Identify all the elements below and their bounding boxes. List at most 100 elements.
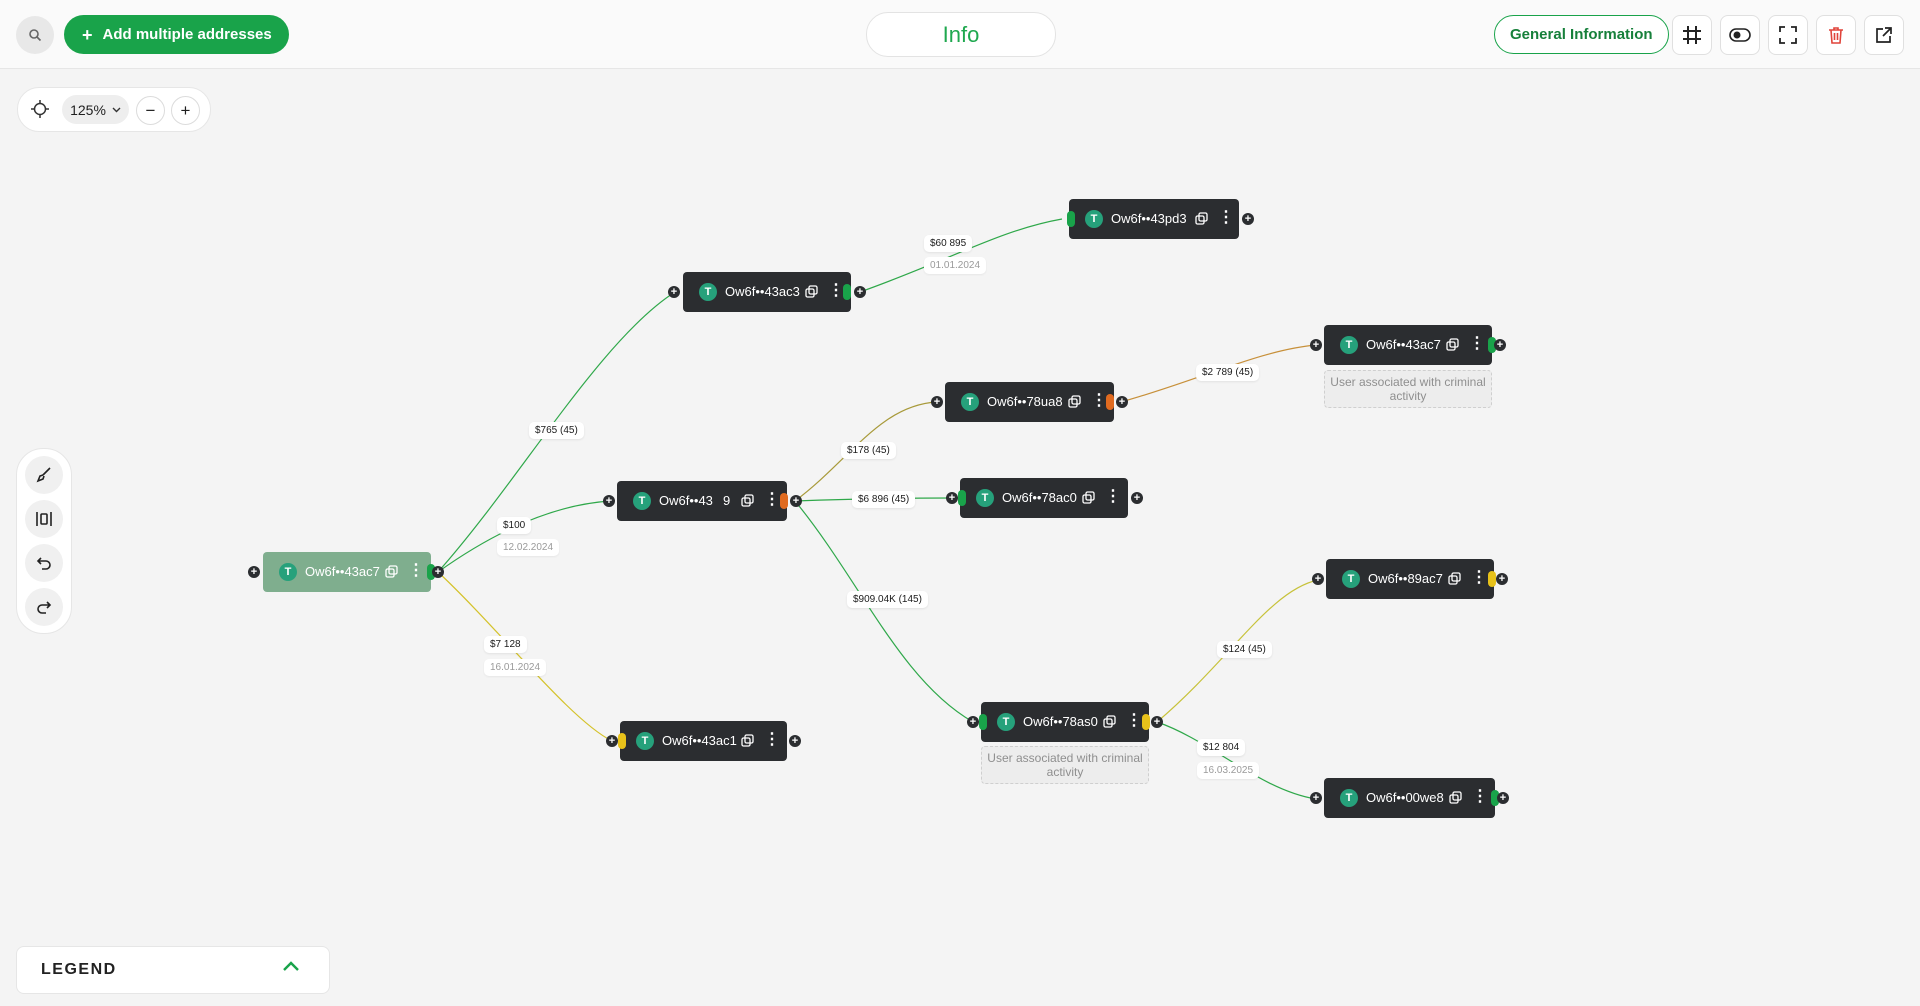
more-menu-icon[interactable]: ⋮: [1471, 569, 1487, 586]
address-node[interactable]: T Ow6f••43ac7 ⋮: [1324, 325, 1492, 365]
address-node[interactable]: T Ow6f••43ac7 ⋮: [263, 552, 431, 592]
edge-amount-label[interactable]: $765 (45): [529, 422, 584, 439]
zoom-level-select[interactable]: 125%: [62, 95, 129, 124]
output-handle[interactable]: [1488, 571, 1496, 587]
zoom-out-button[interactable]: −: [136, 96, 165, 125]
copy-icon[interactable]: [805, 285, 818, 298]
add-input-port[interactable]: +: [668, 286, 680, 298]
recenter-button[interactable]: [29, 98, 51, 120]
search-button[interactable]: [16, 16, 54, 54]
output-handle[interactable]: [1491, 790, 1499, 806]
output-handle[interactable]: [1106, 394, 1114, 410]
more-menu-icon[interactable]: ⋮: [1218, 209, 1234, 226]
align-tool-button[interactable]: [25, 500, 63, 538]
redo-button[interactable]: [25, 588, 63, 626]
add-output-port[interactable]: +: [789, 735, 801, 747]
add-input-port[interactable]: +: [1310, 792, 1322, 804]
address-node[interactable]: T Ow6f••43ac1 ⋮: [620, 721, 787, 761]
fullscreen-button[interactable]: [1768, 15, 1808, 55]
address-node[interactable]: T Ow6f••89ac7 ⋮: [1326, 559, 1494, 599]
add-output-port[interactable]: +: [1494, 339, 1506, 351]
edge-amount-label[interactable]: $909.04K (145): [847, 591, 928, 608]
legend-panel[interactable]: LEGEND: [16, 946, 330, 994]
address-node[interactable]: T Ow6f••43pd3 ⋮: [1069, 199, 1239, 239]
edge-amount-label[interactable]: $2 789 (45): [1196, 364, 1260, 381]
delete-button[interactable]: [1816, 15, 1856, 55]
input-handle[interactable]: [979, 714, 987, 730]
output-handle[interactable]: [1488, 337, 1496, 353]
chevron-up-icon[interactable]: [282, 960, 300, 972]
copy-icon[interactable]: [1449, 791, 1462, 804]
input-handle[interactable]: [618, 733, 626, 749]
edge-amount-label[interactable]: $12 804: [1197, 739, 1246, 756]
add-output-port[interactable]: +: [1151, 716, 1163, 728]
address-node[interactable]: T Ow6f••00we8 ⋮: [1324, 778, 1495, 818]
add-input-port[interactable]: +: [606, 735, 618, 747]
output-handle[interactable]: [780, 493, 788, 509]
copy-icon[interactable]: [741, 734, 754, 747]
add-input-port[interactable]: +: [248, 566, 260, 578]
input-handle[interactable]: [1067, 211, 1075, 227]
add-output-port[interactable]: +: [1131, 492, 1143, 504]
add-output-port[interactable]: +: [854, 286, 866, 298]
address-node[interactable]: T Ow6f••78ac0 ⋮: [960, 478, 1128, 518]
add-input-port[interactable]: +: [1312, 573, 1324, 585]
add-input-port[interactable]: +: [1310, 339, 1322, 351]
copy-icon[interactable]: [1195, 212, 1208, 225]
more-menu-icon[interactable]: ⋮: [764, 491, 780, 508]
add-output-port[interactable]: +: [432, 566, 444, 578]
add-input-port[interactable]: +: [967, 716, 979, 728]
info-tab[interactable]: Info: [866, 12, 1056, 57]
address-node[interactable]: T Ow6f••43 9 ⋮: [617, 481, 787, 521]
add-input-port[interactable]: +: [603, 495, 615, 507]
edge-amount-label[interactable]: $100: [497, 517, 532, 534]
add-input-port[interactable]: +: [931, 396, 943, 408]
add-output-port[interactable]: +: [1242, 213, 1254, 225]
brush-tool-button[interactable]: [25, 456, 63, 494]
copy-icon[interactable]: [1448, 572, 1461, 585]
output-handle[interactable]: [427, 564, 435, 580]
fullscreen-icon: [1779, 26, 1797, 44]
general-information-button[interactable]: General Information: [1494, 15, 1669, 54]
add-output-port[interactable]: +: [1497, 792, 1509, 804]
edge-amount-label[interactable]: $60 895: [924, 235, 973, 252]
copy-icon[interactable]: [1068, 395, 1081, 408]
minus-icon: −: [145, 100, 156, 120]
more-menu-icon[interactable]: ⋮: [1126, 712, 1142, 729]
grid-toggle-button[interactable]: [1672, 15, 1712, 55]
copy-icon[interactable]: [1446, 338, 1459, 351]
add-output-port[interactable]: +: [1116, 396, 1128, 408]
edge-amount-label[interactable]: $124 (45): [1217, 641, 1272, 658]
copy-icon[interactable]: [1103, 715, 1116, 728]
copy-icon[interactable]: [1082, 491, 1095, 504]
more-menu-icon[interactable]: ⋮: [1105, 488, 1121, 505]
trash-icon: [1829, 27, 1843, 44]
edge-line: [794, 500, 974, 723]
address-node[interactable]: T Ow6f••43ac3 ⋮: [683, 272, 851, 312]
input-handle[interactable]: [958, 490, 966, 506]
output-handle[interactable]: [1142, 714, 1150, 730]
add-input-port[interactable]: +: [946, 492, 958, 504]
more-menu-icon[interactable]: ⋮: [828, 282, 844, 299]
more-menu-icon[interactable]: ⋮: [408, 562, 424, 579]
more-menu-icon[interactable]: ⋮: [1091, 392, 1107, 409]
copy-icon[interactable]: [741, 494, 754, 507]
add-multiple-addresses-button[interactable]: + Add multiple addresses: [64, 15, 289, 54]
edge-amount-label[interactable]: $6 896 (45): [852, 491, 916, 508]
address-node[interactable]: T Ow6f••78ua8 ⋮: [945, 382, 1114, 422]
share-button[interactable]: [1864, 15, 1904, 55]
address-node[interactable]: T Ow6f••78as0 ⋮: [981, 702, 1149, 742]
add-output-port[interactable]: +: [790, 495, 802, 507]
copy-icon[interactable]: [385, 565, 398, 578]
edge-amount-label[interactable]: $178 (45): [841, 442, 896, 459]
more-menu-icon[interactable]: ⋮: [764, 731, 780, 748]
zoom-in-button[interactable]: +: [171, 96, 200, 125]
more-menu-icon[interactable]: ⋮: [1469, 335, 1485, 352]
edge-amount-label[interactable]: $7 128: [484, 636, 527, 653]
add-output-port[interactable]: +: [1496, 573, 1508, 585]
more-menu-icon[interactable]: ⋮: [1472, 788, 1488, 805]
visibility-toggle-button[interactable]: [1720, 15, 1760, 55]
tether-icon: T: [1340, 789, 1358, 807]
undo-button[interactable]: [25, 544, 63, 582]
output-handle[interactable]: [843, 284, 851, 300]
